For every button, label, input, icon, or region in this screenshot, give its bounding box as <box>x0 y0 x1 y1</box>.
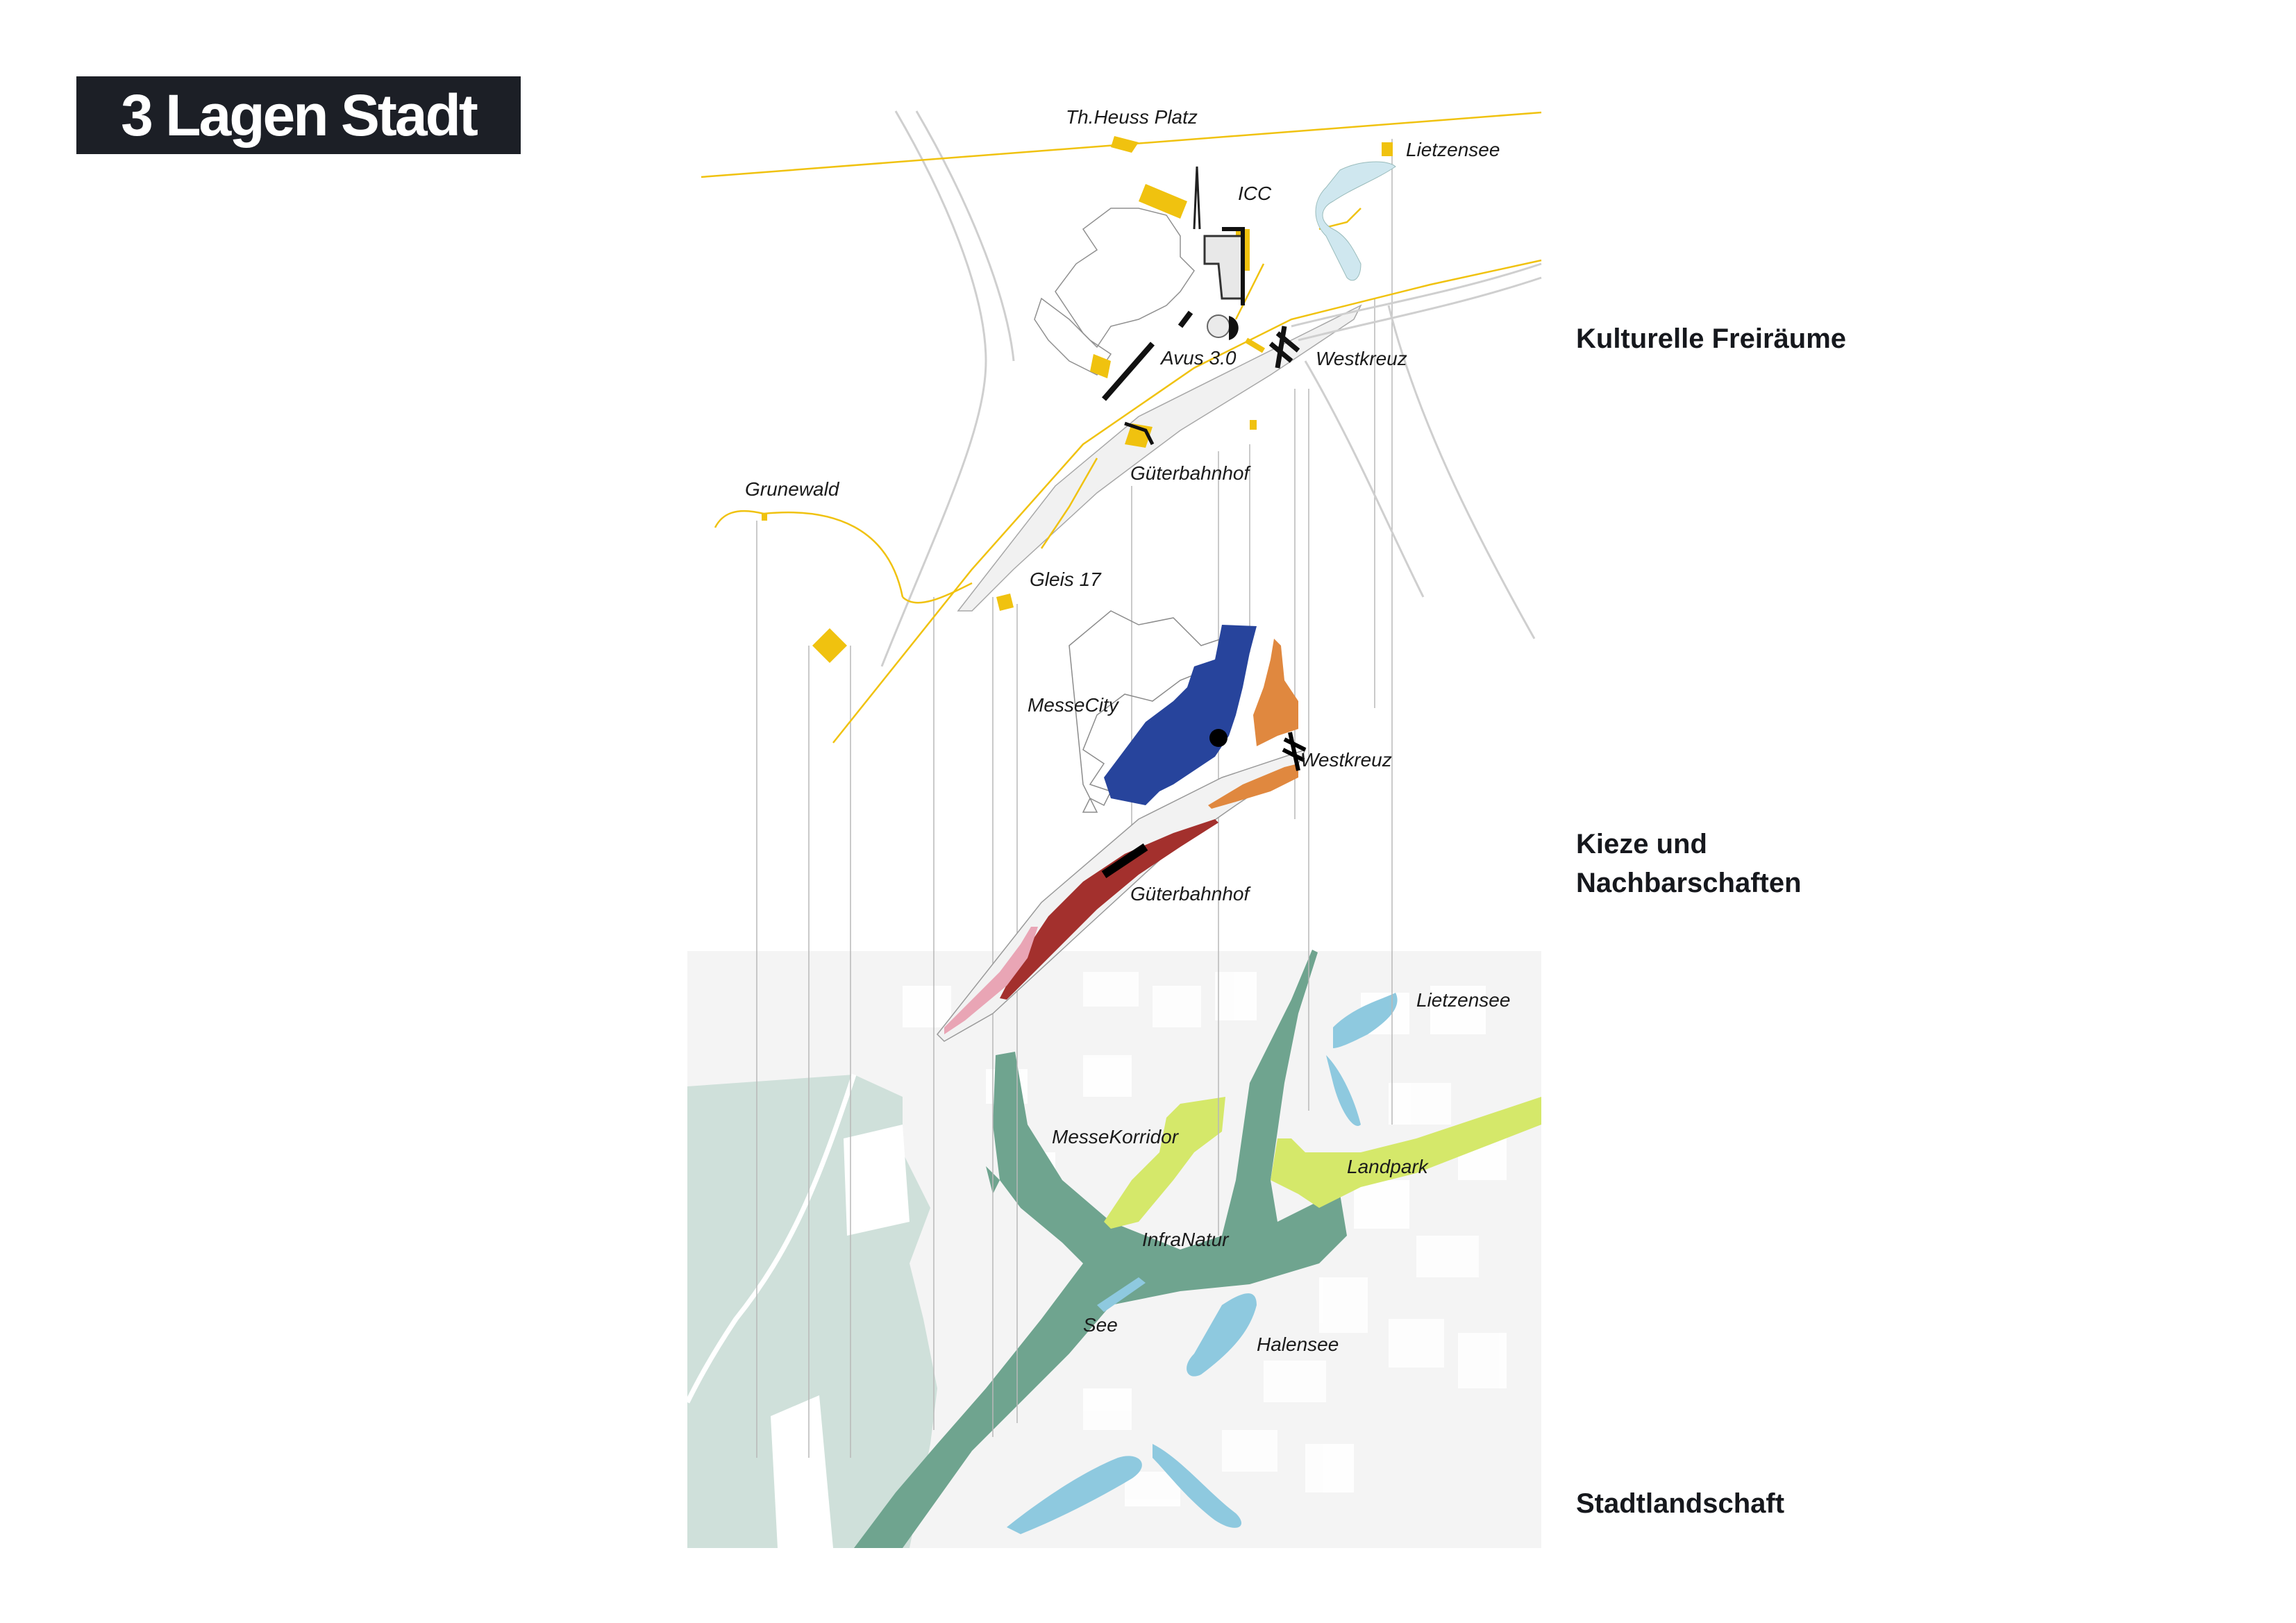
label-avus: Avus 3.0 <box>1159 347 1237 369</box>
layer-label-culture: Kulturelle Freiräume <box>1576 323 1847 354</box>
layer-culture: Th.Heuss Platz Lietzensee ICC Avus 3.0 W… <box>701 106 1542 743</box>
page-title: 3 Lagen Stadt <box>121 82 478 148</box>
label-lietzensee-bottom: Lietzensee <box>1416 989 1510 1011</box>
lietzensee-water-top <box>1315 161 1396 281</box>
label-grunewald: Grunewald <box>745 478 840 500</box>
layer-label-neighbourhoods-2: Nachbarschaften <box>1576 868 1802 898</box>
westkreuz-area-north <box>1253 639 1298 746</box>
top-buildings-1 <box>1055 208 1195 348</box>
culture-spots <box>762 136 1393 663</box>
forest-clearing-2 <box>771 1395 833 1548</box>
landpark-park <box>1271 1097 1541 1208</box>
gueterbahnhof-area <box>1000 819 1218 1000</box>
see-water <box>1097 1277 1146 1312</box>
label-landpark: Landpark <box>1347 1156 1430 1177</box>
lake-south-1 <box>1007 1456 1142 1534</box>
middle-buildings <box>1069 610 1223 813</box>
city-blocks <box>903 972 1507 1506</box>
messekorridor-park <box>1104 1097 1225 1229</box>
label-gueterbahnhof-top: Güterbahnhof <box>1130 462 1251 484</box>
layer-landscape: Lietzensee MesseKorridor Landpark InfraN… <box>685 950 1541 1548</box>
infranatur-corridor <box>854 950 1347 1548</box>
label-lietzensee-top: Lietzensee <box>1406 139 1500 160</box>
label-see: See <box>1083 1314 1118 1336</box>
label-westkreuz-middle: Westkreuz <box>1300 749 1392 771</box>
lietzensee-water-2 <box>1326 1055 1361 1126</box>
lake-south-2 <box>1153 1444 1242 1528</box>
label-gueterbahnhof-middle: Güterbahnhof <box>1130 883 1251 905</box>
top-buildings-2 <box>1034 297 1112 376</box>
rail-ground <box>957 304 1362 612</box>
culture-landmarks <box>1101 166 1300 446</box>
rail-lines <box>880 110 1542 667</box>
title-box: 3 Lagen Stadt <box>76 76 521 154</box>
layer-label-neighbourhoods-1: Kieze und <box>1576 829 1707 859</box>
messecity-marker <box>1209 729 1227 747</box>
gleis-area <box>944 927 1038 1034</box>
label-messecity: MesseCity <box>1028 694 1120 716</box>
projection-lines <box>756 139 1393 1458</box>
label-heuss-platz: Th.Heuss Platz <box>1066 106 1198 128</box>
label-westkreuz-top: Westkreuz <box>1316 348 1407 369</box>
layer-neighbourhoods: MesseCity Westkreuz Güterbahnhof <box>936 610 1392 1042</box>
westkreuz-crossing <box>1282 732 1307 771</box>
forest-road <box>685 1073 857 1404</box>
label-messekorridor: MesseKorridor <box>1052 1126 1180 1147</box>
label-icc: ICC <box>1238 183 1272 204</box>
label-infranatur: InfraNatur <box>1142 1229 1230 1250</box>
forest-clearing <box>844 1125 910 1236</box>
label-gleis-17: Gleis 17 <box>1030 569 1102 590</box>
gueterbahnhof-building <box>1101 843 1148 878</box>
lietzensee-water-1 <box>1333 993 1398 1048</box>
messecity-area <box>1104 625 1257 805</box>
halensee-water <box>1187 1293 1257 1377</box>
layer-label-landscape: Stadtlandschaft <box>1576 1488 1785 1519</box>
label-halensee: Halensee <box>1257 1334 1339 1355</box>
westkreuz-area-south <box>1208 764 1298 809</box>
